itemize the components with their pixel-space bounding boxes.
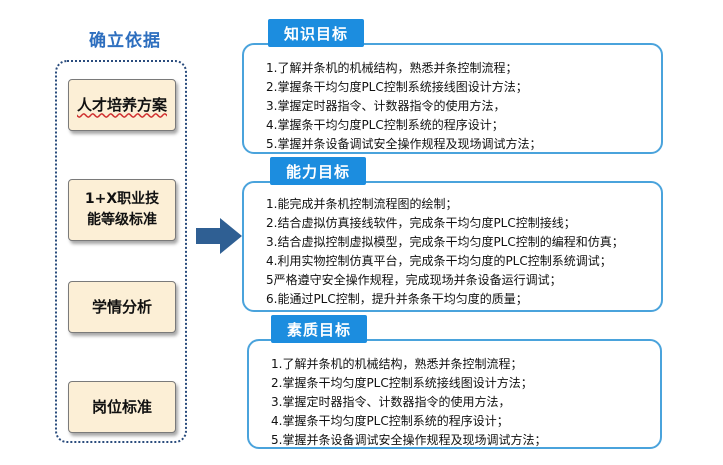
goal-line: 4.掌握条干均匀度PLC控制系统的程序设计； [271, 414, 509, 428]
goal-line: 3.掌握定时器指令、计数器指令的使用方法， [266, 99, 506, 113]
goal-line: 1.了解并条机的机械结构，熟悉并条控制流程； [271, 357, 523, 371]
basis-label: 岗位标准 [91, 397, 152, 416]
goal-line: 5.掌握并条设备调试安全操作规程及现场调试方法； [266, 137, 542, 151]
goal-line: 2.结合虚拟仿真接线软件，完成条干均匀度PLC控制接线； [266, 216, 576, 230]
ability-goal-tab: 能力目标 [270, 157, 366, 185]
right-arrow-icon [196, 218, 242, 254]
basis-1x-skill-standard: 1+X职业技 能等级标准 [68, 179, 176, 241]
goal-line: 6.能通过PLC控制，提升并条条干均匀度的质量； [266, 292, 528, 306]
ability-goal-box: 1.能完成并条机控制流程图的绘制； 2.结合虚拟仿真接线软件，完成条干均匀度PL… [242, 181, 663, 312]
goal-line: 3.结合虚拟控制虚拟模型，完成条干均匀度PLC控制的编程和仿真； [266, 235, 624, 249]
basis-label: 能等级标准 [86, 212, 157, 228]
goal-line: 3.掌握定时器指令、计数器指令的使用方法， [271, 395, 511, 409]
basis-label: 1+X职业技 [84, 191, 160, 207]
quality-goal-box: 1.了解并条机的机械结构，熟悉并条控制流程； 2.掌握条干均匀度PLC控制系统接… [247, 339, 662, 449]
goal-line: 4.利用实物控制仿真平台，完成条干均匀度的PLC控制系统调试； [266, 254, 612, 268]
basis-learner-analysis: 学情分析 [68, 281, 176, 333]
basis-talent-training-plan: 人才培养方案 [68, 79, 176, 131]
goal-line: 4.掌握条干均匀度PLC控制系统的程序设计； [266, 118, 504, 132]
basis-job-standard: 岗位标准 [68, 381, 176, 433]
basis-title: 确立依据 [89, 31, 161, 51]
goal-line: 1.了解并条机的机械结构，熟悉并条控制流程； [266, 61, 518, 75]
goal-line: 5.掌握并条设备调试安全操作规程及现场调试方法； [271, 433, 547, 447]
goal-line: 5严格遵守安全操作规程，完成现场并条设备运行调试； [266, 273, 562, 287]
basis-label: 人才培养方案 [76, 95, 167, 114]
basis-panel [55, 60, 187, 443]
goal-line: 2.掌握条干均匀度PLC控制系统接线图设计方法； [271, 376, 533, 390]
knowledge-goal-box: 1.了解并条机的机械结构，熟悉并条控制流程； 2.掌握条干均匀度PLC控制系统接… [242, 43, 663, 154]
knowledge-goal-tab: 知识目标 [268, 19, 364, 47]
goal-line: 1.能完成并条机控制流程图的绘制； [266, 197, 458, 211]
goal-line: 2.掌握条干均匀度PLC控制系统接线图设计方法； [266, 80, 528, 94]
quality-goal-tab: 素质目标 [271, 315, 367, 343]
basis-label: 学情分析 [91, 297, 152, 316]
